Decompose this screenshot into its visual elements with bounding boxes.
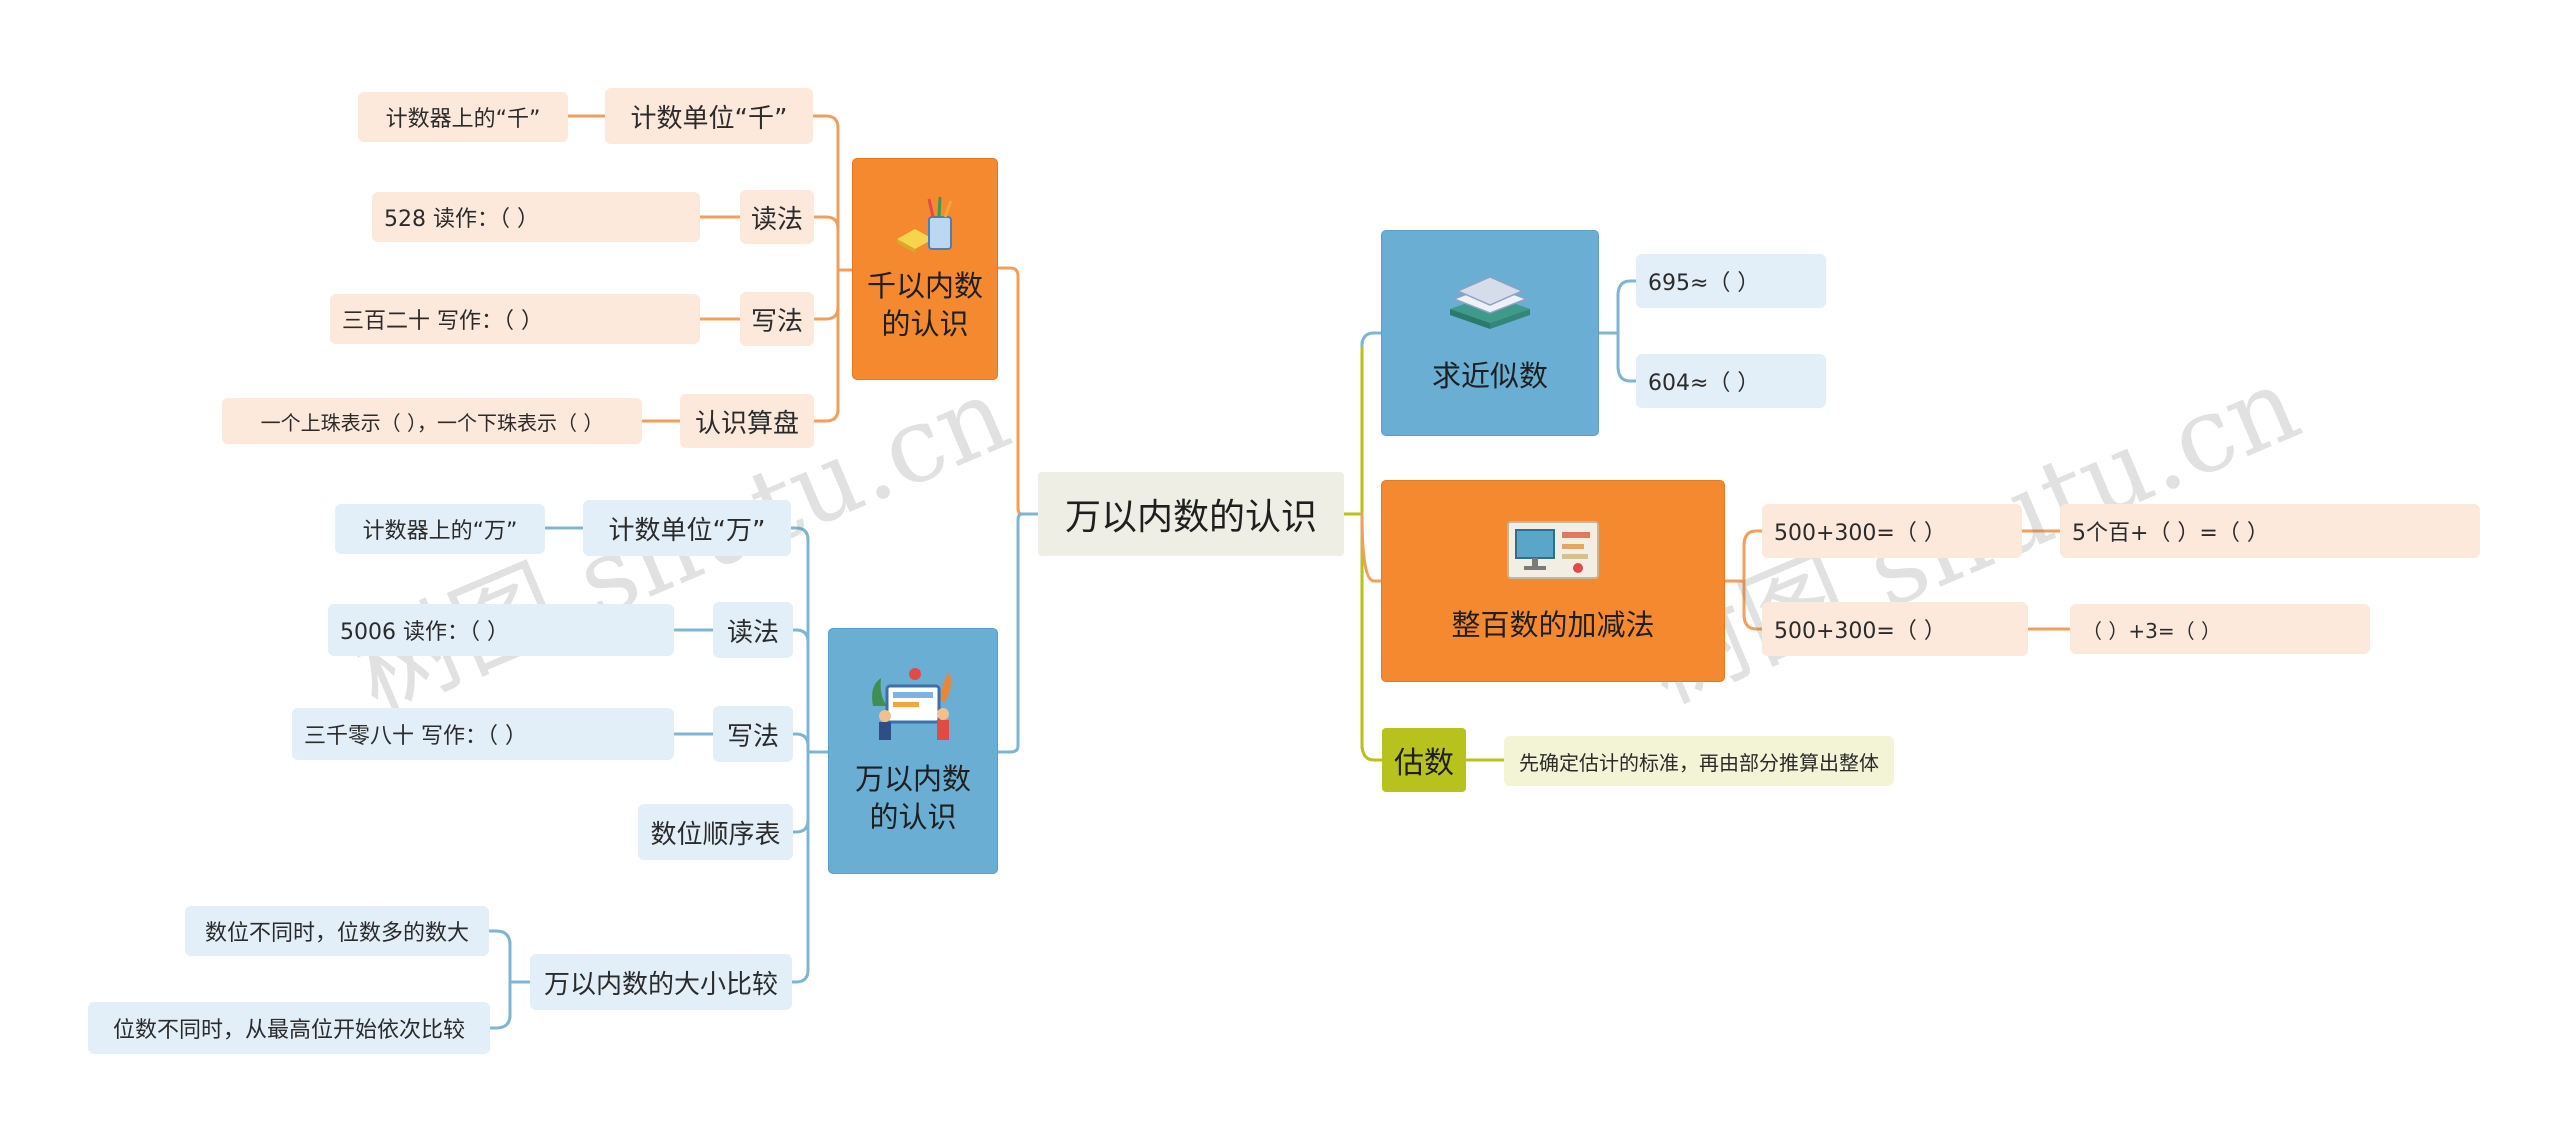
connector-line [812, 215, 840, 231]
thousand-write-node[interactable]: 写法 [740, 292, 814, 346]
pencil-cup-icon [897, 196, 953, 253]
connector-line [791, 732, 810, 748]
ten-thousand-title-line1: 万以内数 [854, 762, 971, 796]
estimate-leaf[interactable]: 先确定估计的标准，再由部分推算出整体 [1504, 736, 1894, 786]
root-topic[interactable]: 万以内数的认识 [1038, 472, 1344, 556]
thousand-read-node[interactable]: 读法 [740, 190, 814, 244]
ten-thousand-topic[interactable]: 万以内数 的认识 [828, 628, 998, 874]
addsub-next-2[interactable]: （ ）+3=（ ） [2070, 604, 2370, 654]
connector-line [1742, 529, 1764, 548]
connector-line [789, 526, 810, 542]
connector-line [1360, 512, 1383, 583]
connector-line [1360, 331, 1383, 348]
abacus-leaf[interactable]: 一个上珠表示（ ），一个下珠表示（ ） [222, 398, 642, 444]
book-stack-icon [1450, 276, 1530, 329]
connector-line [812, 407, 840, 423]
ten-thousand-read-leaf[interactable]: 5006 读作：（ ） [328, 604, 674, 656]
connector-line [1360, 742, 1384, 762]
thousand-unit-node[interactable]: 计数单位“千” [605, 88, 813, 144]
ten-thousand-title-line2: 的认识 [869, 800, 957, 834]
ten-thousand-unit-node[interactable]: 计数单位“万” [583, 500, 791, 556]
thousand-title-line2: 的认识 [881, 307, 969, 341]
compare-leaf-2[interactable]: 位数不同时，从最高位开始依次比较 [88, 1002, 490, 1054]
connector-line [996, 266, 1040, 516]
computer-icon [1507, 521, 1599, 579]
connector-line [1616, 364, 1638, 383]
approx-leaf-1[interactable]: 695≈（ ） [1636, 254, 1826, 308]
connector-line [790, 968, 810, 984]
abacus-node[interactable]: 认识算盘 [680, 394, 814, 448]
compare-node[interactable]: 万以内数的大小比较 [530, 954, 792, 1010]
estimate-topic[interactable]: 估数 [1382, 728, 1466, 792]
connector-line [996, 512, 1040, 754]
connector-line [488, 1013, 512, 1030]
connector-line [791, 628, 810, 644]
addsub-expr-2[interactable]: 500+300=（ ） [1762, 602, 2028, 656]
connector-line [811, 114, 840, 130]
addsub-topic[interactable]: 整百数的加减法 [1381, 480, 1725, 682]
ten-thousand-unit-leaf[interactable]: 计数器上的“万” [335, 504, 545, 554]
approx-title: 求近似数 [1431, 359, 1548, 393]
connector-line [1616, 279, 1638, 298]
compare-leaf-1[interactable]: 数位不同时，位数多的数大 [185, 906, 489, 956]
ten-thousand-write-node[interactable]: 写法 [713, 706, 793, 762]
addsub-next-1[interactable]: 5个百+（ ）=（ ） [2060, 504, 2480, 558]
addsub-expr-1[interactable]: 500+300=（ ） [1762, 504, 2022, 558]
thousand-topic[interactable]: 千以内数 的认识 [852, 158, 998, 380]
ten-thousand-write-leaf[interactable]: 三千零八十 写作：（ ） [292, 708, 674, 760]
thousand-unit-leaf[interactable]: 计数器上的“千” [358, 92, 568, 142]
connector-line [791, 818, 810, 834]
approx-leaf-2[interactable]: 604≈（ ） [1636, 354, 1826, 408]
ten-thousand-read-node[interactable]: 读法 [713, 602, 793, 658]
people-screen-icon [872, 668, 952, 740]
approx-topic[interactable]: 求近似数 [1381, 230, 1599, 436]
thousand-write-leaf[interactable]: 三百二十 写作：（ ） [330, 294, 700, 344]
addsub-title: 整百数的加减法 [1451, 608, 1655, 642]
connector-line [1742, 612, 1764, 631]
connector-line [812, 305, 840, 321]
connector-line [487, 929, 512, 947]
place-value-table-node[interactable]: 数位顺序表 [638, 804, 793, 860]
thousand-read-leaf[interactable]: 528 读作：（ ） [372, 192, 700, 242]
thousand-title-line1: 千以内数 [866, 269, 983, 303]
